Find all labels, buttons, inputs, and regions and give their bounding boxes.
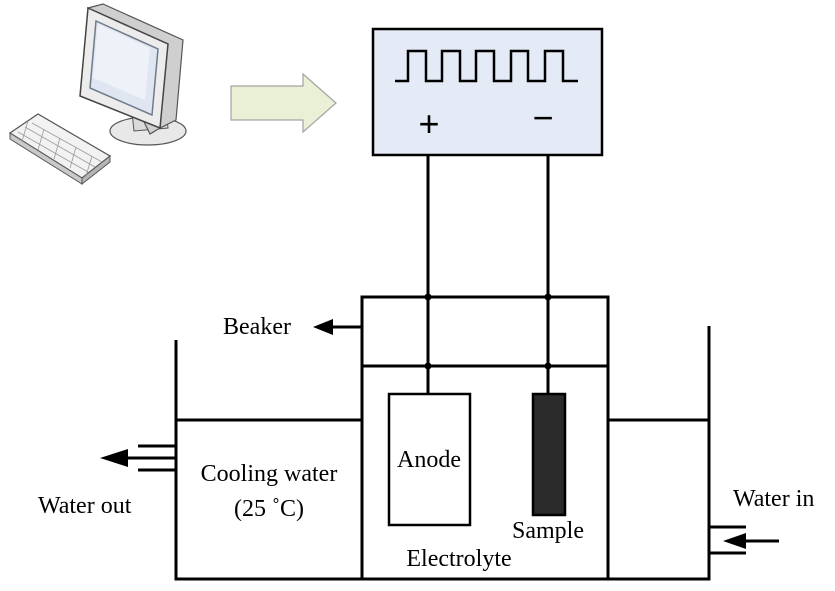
electrolyte-label: Electrolyte: [406, 546, 511, 572]
anode-label: Anode: [397, 447, 461, 473]
sample-label: Sample: [512, 518, 584, 544]
keyboard-icon: [8, 113, 112, 186]
water-out-label: Water out: [38, 493, 132, 519]
beaker-pointer-arrow: [313, 319, 362, 335]
cooling-water-label: Cooling water: [201, 461, 338, 487]
temperature-label: (25 ˚C): [234, 496, 304, 522]
sample-electrode: [531, 392, 567, 517]
wires: [426, 155, 550, 394]
water-out-arrow: [100, 444, 176, 472]
power-supply: + −: [371, 27, 604, 157]
wire-junctions: [424, 293, 552, 370]
negative-terminal-sign: −: [532, 97, 553, 138]
square-wave-icon: [395, 49, 578, 83]
water-in-label: Water in: [733, 486, 814, 512]
anode-electrode: [387, 392, 472, 527]
beaker-label: Beaker: [223, 314, 291, 340]
water-in-arrow: [709, 525, 779, 555]
arrow-right-icon: [230, 72, 337, 134]
computer-icon: [8, 3, 187, 186]
beaker: [360, 295, 610, 581]
positive-terminal-sign: +: [418, 103, 439, 144]
